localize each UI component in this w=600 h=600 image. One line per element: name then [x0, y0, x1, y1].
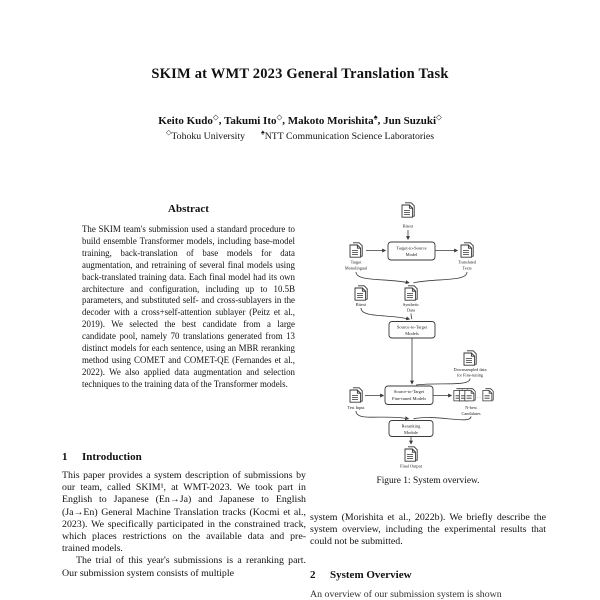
intro-paragraph-2: The trial of this year's submissions is …: [62, 555, 306, 579]
translated-texts-label: Texts: [462, 265, 472, 270]
affiliation-mark: ◇: [436, 112, 442, 121]
test-input-document-icon: [349, 387, 363, 403]
target-monolingual-label: Monolingual: [345, 265, 368, 270]
author-2: Takumi Ito◇: [224, 112, 283, 127]
svg-text:Models: Models: [405, 331, 419, 336]
section-title: System Overview: [330, 569, 412, 581]
bitext-mid-label: Bitext: [356, 302, 367, 307]
section-number: 2: [310, 569, 316, 581]
affiliation-mark: ♠: [260, 129, 265, 137]
author-4: Jun Suzuki◇: [383, 112, 442, 127]
bitext-top-label: Bitext: [403, 224, 414, 229]
svg-text:Module: Module: [404, 430, 418, 435]
author-line: Keito Kudo◇, Takumi Ito◇, Makoto Morishi…: [0, 112, 600, 127]
svg-text:Reranking: Reranking: [402, 423, 421, 428]
downsampled-data-label: Downsampled data: [453, 367, 486, 372]
section-heading-system-overview: 2 System Overview: [310, 569, 546, 581]
affiliation-mark: ◇: [276, 112, 283, 121]
reranking-module-box: Reranking Module: [388, 420, 434, 437]
test-input-label: Test Input: [347, 405, 365, 410]
right-column-partial-line: An overview of our submission system is …: [310, 589, 502, 600]
translated-texts-label: Translated: [458, 260, 477, 265]
system-overview-figure: Bitext Target-to-Source Model Target Mon…: [345, 202, 494, 469]
synthetic-data-label: Data: [407, 308, 415, 313]
section-title: Introduction: [82, 451, 142, 463]
target-to-source-model-box: Target-to-Source Model: [387, 241, 436, 261]
svg-text:Source-to-Target: Source-to-Target: [394, 389, 425, 394]
figure-caption: Figure 1: System overview.: [376, 476, 480, 486]
affiliation-mark: ◇: [165, 129, 172, 137]
downsampled-data-document-icon: [463, 350, 477, 366]
svg-text:Model: Model: [406, 252, 418, 257]
page-title: SKIM at WMT 2023 General Translation Tas…: [151, 66, 449, 82]
nbest-candidates-icons: …: [453, 388, 494, 402]
fine-tuned-models-box: Source-to-Target Fine-tuned Models: [384, 385, 434, 405]
section-number: 1: [62, 451, 68, 463]
author-separator: ,: [218, 114, 224, 127]
nbest-candidates-label: N-best: [465, 405, 477, 410]
translated-texts-document-icon: [460, 242, 474, 258]
section-heading-introduction: 1 Introduction: [62, 451, 306, 463]
author-separator: ,: [377, 114, 384, 127]
final-output-document-icon: [404, 446, 418, 462]
synthetic-data-document-icon: [404, 285, 418, 301]
svg-text:Fine-tuned Models: Fine-tuned Models: [392, 396, 426, 401]
abstract-heading: Abstract: [168, 203, 209, 215]
figure-1: Bitext Target-to-Source Model Target Mon…: [310, 192, 546, 476]
target-monolingual-label: Target: [351, 260, 363, 265]
ellipsis: …: [477, 394, 481, 399]
author-3: Makoto Morishita♠: [287, 112, 378, 127]
synthetic-data-label: Synthetic: [403, 302, 419, 307]
target-monolingual-document-icon: [349, 242, 363, 258]
author-1: Keito Kudo◇: [158, 112, 219, 127]
bitext-mid-document-icon: [354, 285, 368, 301]
svg-text:Target-to-Source: Target-to-Source: [396, 246, 426, 251]
svg-text:Source-to-Target: Source-to-Target: [397, 325, 428, 330]
intro-paragraph-1: This paper provides a system description…: [62, 470, 306, 555]
author-separator: ,: [282, 114, 288, 127]
abstract-text: The SKIM team's submission used a standa…: [82, 224, 295, 389]
bitext-top-document-icon: [401, 202, 415, 218]
affiliation-mark: ◇: [212, 112, 219, 121]
source-to-target-models-box: Source-to-Target Models: [388, 321, 436, 339]
right-column-paragraph: system (Morishita et al., 2022b). We bri…: [310, 512, 546, 548]
affiliation-mark: ♠: [373, 112, 378, 121]
affiliation-1: ◇Tohoku University: [165, 129, 245, 143]
final-output-label: Final Output: [400, 464, 423, 469]
downsampled-data-label: for Fine-tuning: [457, 373, 484, 378]
figure-arrows: [355, 230, 472, 445]
nbest-candidates-label: Candidates: [461, 411, 480, 416]
introduction-body: This paper provides a system description…: [62, 470, 306, 580]
affiliation-2: ♠NTT Communication Science Laboratories: [260, 129, 435, 143]
affiliation-line: ◇Tohoku University ♠NTT Communication Sci…: [0, 129, 600, 142]
